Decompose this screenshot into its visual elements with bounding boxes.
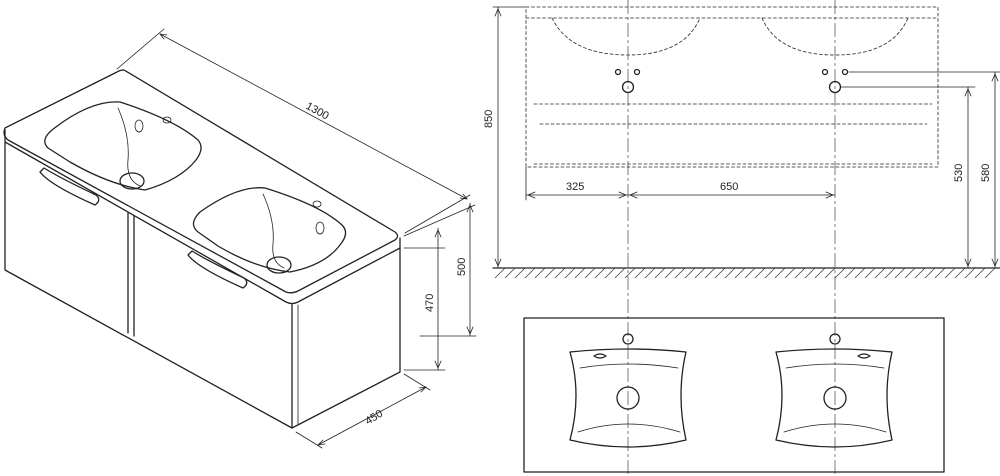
basin-left-plan-front (577, 423, 681, 433)
countertop-front-edge (4, 129, 401, 305)
dim-mount-height: 850 (483, 6, 527, 269)
dim-trap-height-label: 580 (980, 164, 992, 182)
overflow-left-plan (593, 353, 607, 359)
drain-right-plan (823, 386, 847, 410)
countertop-plan (523, 317, 945, 473)
dim-width: 1300 (116, 28, 471, 234)
basin-right-plan-front (783, 423, 887, 433)
dim-drain-height-label: 530 (953, 164, 965, 182)
front-elevation: 850 325 650 530 580 (483, 0, 1000, 476)
basin-left-silhouette (551, 17, 701, 56)
dim-cabinet-height: 470 (403, 227, 446, 371)
dim-trap-height: 580 (848, 71, 1000, 269)
basin-left-plan-inner (579, 363, 679, 369)
tap-hole-right (312, 200, 322, 208)
cabinet-side (291, 247, 401, 429)
basin-right-plan-outer (775, 348, 893, 448)
supply-hole-right-b (841, 68, 849, 76)
overflow-right-plan (857, 353, 871, 359)
basin-left-outer (44, 101, 202, 191)
overflow-right (315, 221, 325, 235)
dim-mount-height-label: 850 (483, 110, 495, 128)
supply-hole-right-a (821, 68, 829, 76)
basin-left-plan-outer (569, 348, 687, 448)
dim-horizontal: 325 650 (525, 166, 836, 201)
isometric-view: 1300 450 470 500 (3, 28, 477, 449)
floor-hatch (494, 267, 996, 279)
supply-hole-left-b (633, 68, 641, 76)
drain-right (266, 256, 292, 274)
basin-right-plan-inner (785, 363, 885, 369)
drain-left-plan (616, 386, 640, 410)
cabinet-body (4, 141, 293, 429)
dim-drain-height: 530 (840, 86, 976, 269)
drain-pipe-right (828, 80, 842, 94)
drawer-handle-left (39, 167, 100, 206)
basin-left-inner (117, 107, 141, 187)
drawer-handle-right (187, 250, 248, 289)
tap-hole-left-plan (622, 333, 634, 345)
countertop-top (3, 69, 399, 294)
drain-pipe-left (621, 80, 635, 94)
dim-depth: 450 (295, 373, 431, 449)
basin-right-outer (192, 187, 347, 273)
dim-total-height-label: 500 (456, 258, 468, 276)
basin-right-inner (262, 193, 285, 269)
top-view (523, 317, 945, 473)
drain-left (119, 172, 145, 190)
dim-total-height: 500 (403, 202, 477, 337)
dim-width-label: 1300 (304, 100, 331, 122)
dim-tap-offset-label: 325 (566, 181, 584, 193)
supply-hole-left-a (614, 68, 622, 76)
overflow-left (134, 119, 144, 133)
tap-hole-left (162, 116, 172, 124)
dim-cabinet-height-label: 470 (424, 294, 436, 312)
dim-sink-spacing-label: 650 (720, 181, 738, 193)
tap-hole-right-plan (829, 333, 841, 345)
basin-right-silhouette (761, 17, 909, 56)
